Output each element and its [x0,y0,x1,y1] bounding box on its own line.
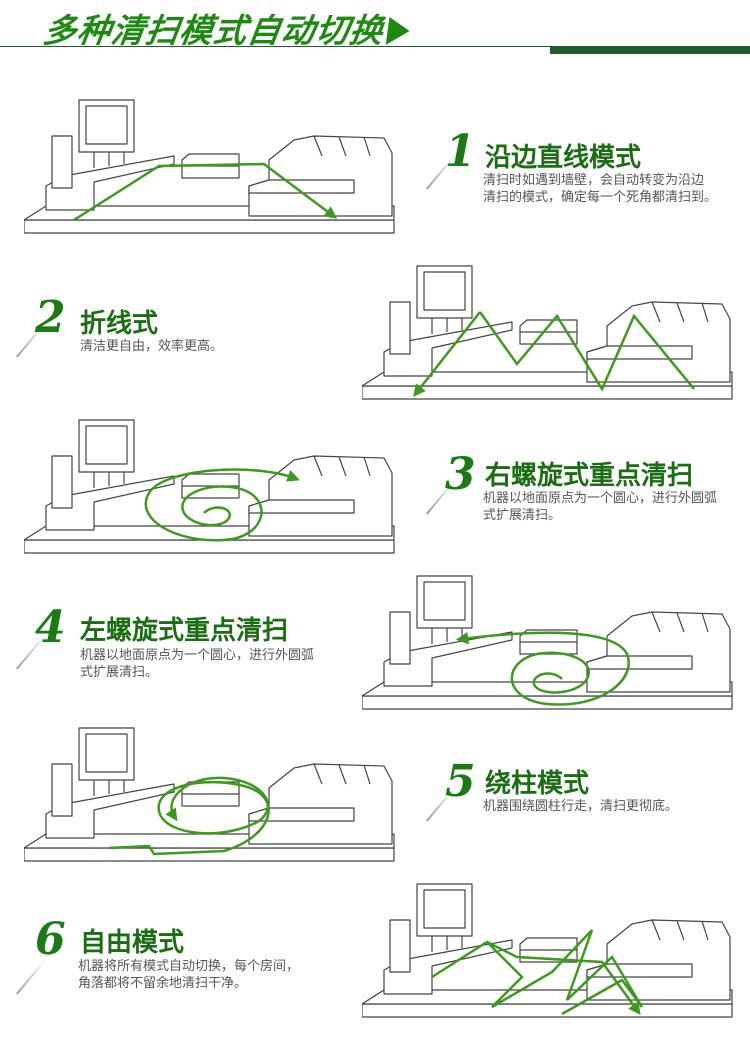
mode-5-title: 绕柱模式 [485,769,590,799]
tv-console [383,631,513,687]
mode-2-title: 折线式 [80,309,159,339]
mode-1-number: 1 [445,126,476,177]
cleaning-path [417,311,695,392]
speaker [51,455,73,509]
desc-line: 机器以地面原点为一个圆心，进行外圆弧 [483,491,718,506]
sofa-seat [586,655,693,670]
speaker [389,919,411,973]
mode-6-number: 6 [35,914,66,965]
sofa [586,611,731,693]
mode-6-title: 自由模式 [80,928,185,958]
mode-5-desc: 机器围绕圆柱行走，清扫更彻底。 [483,798,678,815]
mode-5-number: 5 [445,756,476,807]
tv-screen [423,889,466,929]
tv-console [383,939,513,995]
desc-line: 机器以地面原点为一个圆心，进行外圆弧 [80,648,315,663]
cleaning-path [431,929,642,1014]
desc-line: 角落都将不留余地清扫干净。 [78,976,248,991]
speaker [389,301,411,355]
mode-1-title: 沿边直线模式 [485,143,642,173]
mode-3-desc: 机器以地面原点为一个圆心，进行外圆弧式扩展清扫。 [483,490,717,524]
mode-4-number: 4 [35,602,66,653]
desc-line: 清洁更自由，效率更高。 [80,339,224,354]
speaker [389,611,411,665]
sofa-seat [586,345,693,360]
mode-1-desc: 清扫时如遇到墙壁，会自动转变为沿边清扫的模式，确定每一个死角都清扫到。 [483,172,717,206]
mode-3-title: 右螺旋式重点清扫 [485,461,694,491]
floor-slab [24,539,395,554]
tv-screen [423,271,466,311]
desc-line: 机器围绕圆柱行走，清扫更彻底。 [483,799,679,814]
mode-4-title: 左螺旋式重点清扫 [80,616,289,646]
tv-screen [423,581,466,621]
tv-screen [85,733,128,773]
cleaning-path [144,468,300,542]
mode-6-illustration [362,883,733,1022]
sofa [248,135,393,217]
mode-3-illustration [24,419,395,554]
mode-4-desc: 机器以地面原点为一个圆心，进行外圆弧式扩展清扫。 [80,647,314,681]
page-title-text: 多种清扫模式自动切换 [40,11,387,50]
desc-line: 清扫的模式，确定每一个死角都清扫到。 [483,190,718,205]
tv-console [45,783,175,839]
header-divider [0,46,750,47]
play-arrow-icon [385,17,412,45]
tv-console [45,475,175,531]
mode-6-desc: 机器将所有模式自动切换，每个房间， 角落都将不留余地清扫干净。 [78,958,299,992]
sofa-seat [248,499,355,514]
desc-line: 式扩展清扫。 [80,665,159,680]
mode-5-illustration [24,727,395,862]
sofa-seat [248,179,355,194]
desc-line: 机器将所有模式自动切换，每个房间， [78,959,300,974]
sofa [586,301,731,383]
floor-slab [24,219,395,234]
tv-screen [85,425,128,465]
page-title: 多种清扫模式自动切换 [41,4,414,52]
mode-3-number: 3 [445,449,476,500]
header-accent-bar [550,47,750,54]
floor-slab [362,1003,733,1018]
floor-slab [24,847,395,862]
mode-2-number: 2 [35,292,66,343]
cleaning-path [73,162,337,222]
tv-console [45,155,175,211]
speaker [51,135,73,189]
sofa-seat [248,807,355,822]
sofa [248,455,393,537]
speaker [51,763,73,817]
mode-2-illustration [362,265,733,404]
floor-slab [362,695,733,710]
mode-1-illustration [24,99,395,234]
cleaning-path [108,776,270,856]
tv-console [383,321,513,377]
mode-4-illustration [362,575,733,710]
desc-line: 清扫时如遇到墙壁，会自动转变为沿边 [483,173,705,188]
mode-2-desc: 清洁更自由，效率更高。 [80,338,223,355]
tv-screen [85,105,128,145]
cleaning-path [455,631,630,706]
desc-line: 式扩展清扫。 [483,508,562,523]
floor-slab [362,385,733,400]
sofa [248,763,393,845]
